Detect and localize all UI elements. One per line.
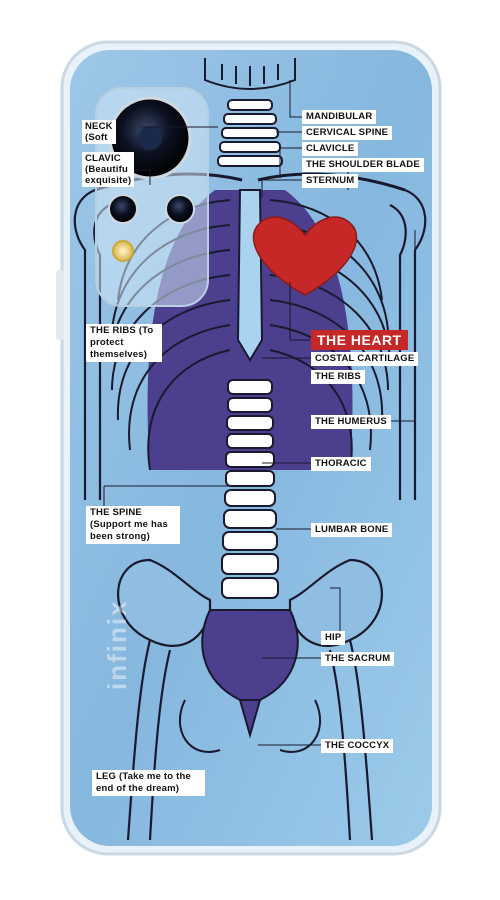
label-clavicle-left-title: CLAVIC bbox=[85, 153, 121, 164]
label-neck-subtitle: (Soft bbox=[85, 132, 108, 143]
label-sternum: STERNUM bbox=[302, 174, 359, 188]
label-leg: LEG (Take me to the end of the dream) bbox=[92, 770, 205, 796]
label-coccyx: THE COCCYX bbox=[321, 739, 394, 753]
label-clavicle: CLAVICLE bbox=[302, 142, 359, 156]
label-lumbar-bone: LUMBAR BONE bbox=[311, 523, 393, 537]
side-button bbox=[56, 270, 64, 340]
depth-camera-lens bbox=[165, 194, 195, 224]
spine-drawing bbox=[221, 379, 279, 599]
label-sacrum: THE SACRUM bbox=[321, 652, 395, 666]
label-heart: THE HEART bbox=[311, 330, 408, 350]
label-neck: NECK (Soft bbox=[82, 120, 116, 144]
label-spine: THE SPINE (Support me has been strong) bbox=[86, 506, 180, 544]
brand-watermark: infinix bbox=[102, 599, 132, 690]
label-clavicle-left: CLAVIC (Beautifu exquisite) bbox=[82, 152, 135, 187]
label-neck-title: NECK bbox=[85, 121, 113, 132]
cervical-spine-drawing bbox=[217, 99, 283, 167]
label-costal-cartilage: COSTAL CARTILAGE bbox=[311, 352, 419, 366]
label-hip: HIP bbox=[321, 631, 346, 645]
label-cervical-spine: CERVICAL SPINE bbox=[302, 126, 393, 140]
label-ribs-left: THE RIBS (To protect themselves) bbox=[86, 324, 162, 362]
pelvis-drawing bbox=[117, 558, 383, 753]
label-mandibular: MANDIBULAR bbox=[302, 110, 377, 124]
label-humerus: THE HUMERUS bbox=[311, 415, 391, 429]
label-thoracic: THORACIC bbox=[311, 457, 371, 471]
heart-drawing bbox=[252, 216, 358, 296]
secondary-camera-lens bbox=[108, 194, 138, 224]
camera-module bbox=[95, 87, 209, 307]
label-clavicle-left-sub1: (Beautifu bbox=[85, 164, 128, 175]
flash bbox=[112, 240, 134, 262]
label-shoulder-blade: THE SHOULDER BLADE bbox=[302, 158, 424, 172]
label-the-ribs: THE RIBS bbox=[311, 370, 365, 384]
label-clavicle-left-sub2: exquisite) bbox=[85, 175, 132, 186]
mandible-drawing bbox=[204, 58, 296, 90]
sternum-drawing bbox=[236, 189, 264, 362]
